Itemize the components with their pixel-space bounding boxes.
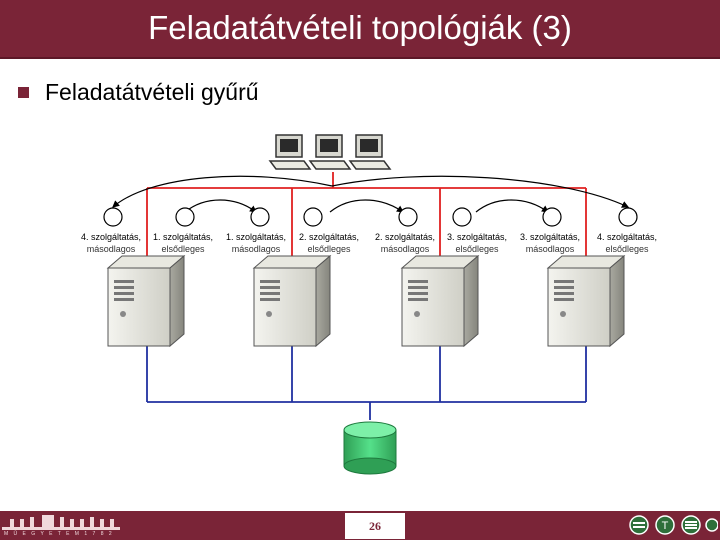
service-label-3-line2: másodlagos (232, 244, 281, 254)
nav-home-icon[interactable]: T (655, 515, 675, 535)
service-label-5-line1: 2. szolgáltatás, (375, 232, 435, 242)
server-icon (546, 254, 626, 348)
nav-next-icon[interactable] (681, 515, 701, 535)
failover-ring-diagram: 4. szolgáltatás, másodlagos 1. szolgálta… (81, 134, 657, 475)
service-nodes (103, 207, 638, 227)
service-label-6-line1: 3. szolgáltatás, (447, 232, 507, 242)
service-label-3-line1: 1. szolgáltatás, (226, 232, 286, 242)
service-label-5-line2: másodlagos (381, 244, 430, 254)
footer-logo-text: M Ű E G Y E T E M 1 7 8 2 (4, 531, 114, 537)
svg-text:T: T (662, 520, 669, 532)
page-number: 26 (345, 513, 405, 539)
nav-controls: T (629, 515, 718, 535)
service-label-6-line2: elsődleges (455, 244, 499, 254)
server-icon (400, 254, 480, 348)
workstation-icon (268, 134, 312, 170)
nav-end-icon[interactable] (705, 518, 718, 532)
workstation-icon (308, 134, 352, 170)
server-icon (106, 254, 186, 348)
server-icon (252, 254, 332, 348)
service-label-2-line1: 1. szolgáltatás, (153, 232, 213, 242)
service-label-7-line2: másodlagos (526, 244, 575, 254)
service-label-1-line2: másodlagos (87, 244, 136, 254)
storage-network-lines (146, 345, 587, 420)
service-label-4-line1: 2. szolgáltatás, (299, 232, 359, 242)
service-arcs (112, 175, 630, 213)
service-label-8-line2: elsődleges (605, 244, 649, 254)
slide-title: Feladatátvételi topológiák (3) (148, 9, 572, 46)
nav-prev-icon[interactable] (629, 515, 649, 535)
bullet-item: Feladatátvételi gyűrű (18, 76, 259, 108)
service-label-1-line1: 4. szolgáltatás, (81, 232, 141, 242)
client-network-lines (146, 172, 587, 265)
workstation-icon (348, 134, 392, 170)
service-label-2-line2: elsődleges (161, 244, 205, 254)
service-label-8-line1: 4. szolgáltatás, (597, 232, 657, 242)
title-bar: Feladatátvételi topológiák (3) (0, 0, 720, 59)
service-label-4-line2: elsődleges (307, 244, 351, 254)
bullet-text: Feladatátvételi gyűrű (45, 78, 259, 105)
bullet-square-icon (18, 86, 29, 98)
service-label-7-line1: 3. szolgáltatás, (520, 232, 580, 242)
database-icon (343, 421, 397, 475)
university-logo-icon (2, 515, 120, 530)
